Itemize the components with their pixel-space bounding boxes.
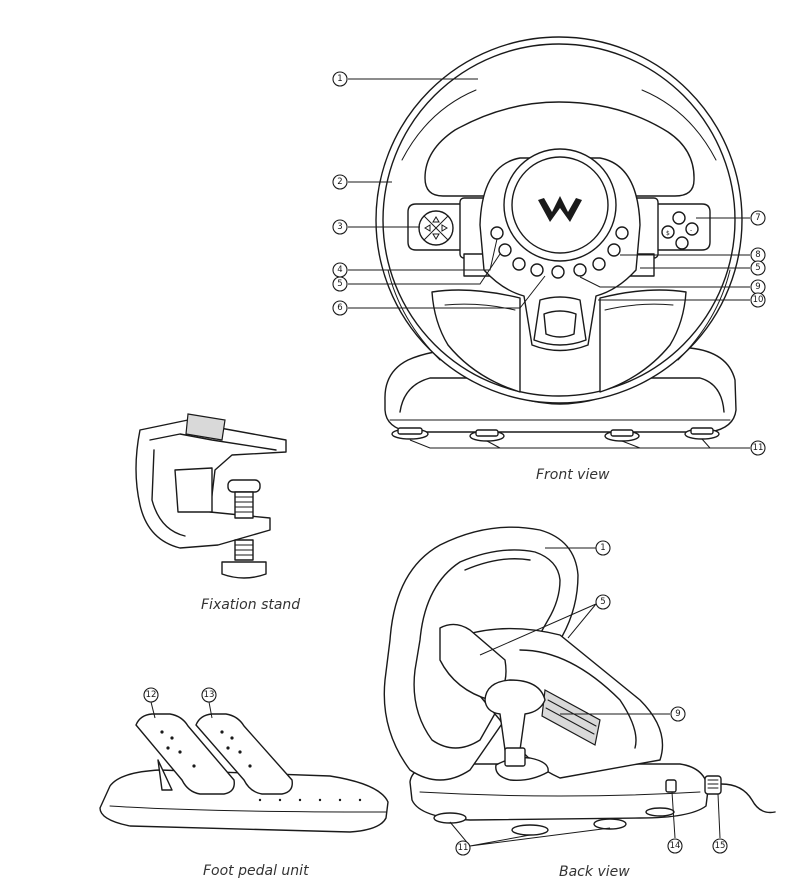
callout-5-left: 5 xyxy=(332,276,348,292)
callout-10: 10 xyxy=(750,292,766,308)
callout-11: 11 xyxy=(750,440,766,456)
back-callouts: 1 5 9 11 14 15 xyxy=(455,540,728,856)
fixation-stand-clamp xyxy=(135,413,287,579)
svg-text:10: 10 xyxy=(753,295,764,305)
front-callouts: 1 2 3 4 5 6 7 8 5 9 10 11 xyxy=(332,71,766,456)
back-view-caption: Back view xyxy=(559,864,630,880)
callout-7: 7 xyxy=(750,210,766,226)
svg-text:9: 9 xyxy=(755,282,760,292)
wheel-logo-icon xyxy=(538,196,582,222)
front-view-caption: Front view xyxy=(536,467,610,483)
right-button-cluster: $ - xyxy=(661,211,699,250)
svg-text:13: 13 xyxy=(204,690,215,700)
pedal-callouts: 12 13 xyxy=(143,687,217,703)
foot-pedal-unit xyxy=(99,713,389,833)
svg-text:15: 15 xyxy=(715,841,726,851)
svg-text:9: 9 xyxy=(675,709,680,719)
back-view-leaders xyxy=(449,547,721,847)
foot-pedal-caption: Foot pedal unit xyxy=(203,863,309,879)
svg-text:8: 8 xyxy=(755,250,760,260)
back-callout-15: 15 xyxy=(712,838,728,854)
back-view-wheel xyxy=(383,526,776,836)
callout-4: 4 xyxy=(332,262,348,278)
dpad-icon xyxy=(418,210,454,246)
callout-3: 3 xyxy=(332,219,348,235)
minus-mark: - xyxy=(690,227,692,234)
callout-13: 13 xyxy=(201,687,217,703)
back-callout-5: 5 xyxy=(595,594,611,610)
dollar-mark: $ xyxy=(666,230,670,237)
svg-text:14: 14 xyxy=(670,841,681,851)
front-view-wheel: $ - xyxy=(375,36,743,442)
back-callout-11: 11 xyxy=(455,840,471,856)
fixation-stand-caption: Fixation stand xyxy=(201,597,300,613)
callout-9: 9 xyxy=(750,279,766,295)
svg-text:6: 6 xyxy=(337,303,342,313)
callout-8: 8 xyxy=(750,247,766,263)
svg-text:2: 2 xyxy=(337,177,342,187)
svg-text:12: 12 xyxy=(146,690,157,700)
svg-text:4: 4 xyxy=(337,265,342,275)
callout-12: 12 xyxy=(143,687,159,703)
svg-text:3: 3 xyxy=(337,222,342,232)
back-callout-14: 14 xyxy=(667,838,683,854)
callout-6: 6 xyxy=(332,300,348,316)
svg-text:5: 5 xyxy=(600,597,605,607)
svg-text:1: 1 xyxy=(337,74,342,84)
svg-text:5: 5 xyxy=(337,279,342,289)
callout-2: 2 xyxy=(332,174,348,190)
back-callout-1: 1 xyxy=(595,540,611,556)
svg-text:7: 7 xyxy=(755,213,760,223)
svg-text:11: 11 xyxy=(458,843,469,853)
svg-text:1: 1 xyxy=(600,543,605,553)
callout-5-right: 5 xyxy=(750,260,766,276)
callout-1: 1 xyxy=(332,71,348,87)
svg-text:5: 5 xyxy=(755,263,760,273)
svg-text:11: 11 xyxy=(753,443,764,453)
back-callout-9: 9 xyxy=(670,706,686,722)
front-view-leaders xyxy=(348,78,750,449)
